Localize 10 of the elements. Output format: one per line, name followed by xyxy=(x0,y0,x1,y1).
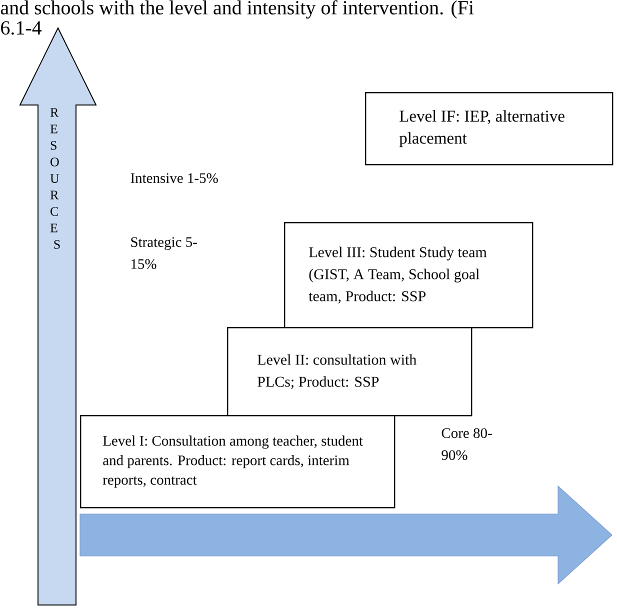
vertical-label: RESOURCES xyxy=(50,108,60,249)
label-text: 6.1-4 xyxy=(1,21,42,35)
label-text: Strategic 5- 15% xyxy=(131,237,197,269)
label-text: Intensive 1-5% xyxy=(130,173,218,184)
level-box: Level IF: IEP, alternative placement xyxy=(365,92,614,166)
label-text: Core 80- 90% xyxy=(442,428,492,460)
level-box: Level II: consultation with PLCs; Product: SSP xyxy=(227,327,472,416)
level-box: Level III: Student Study team (GIST, A Team, School goal team, Product: SSP xyxy=(284,222,534,328)
level-box: Level I: Consultation among teacher, student and parents. Product: report cards, interim reports, contract xyxy=(80,415,396,508)
label-text: and schools with the level and intensity of intervention. (Fi xyxy=(0,0,474,19)
